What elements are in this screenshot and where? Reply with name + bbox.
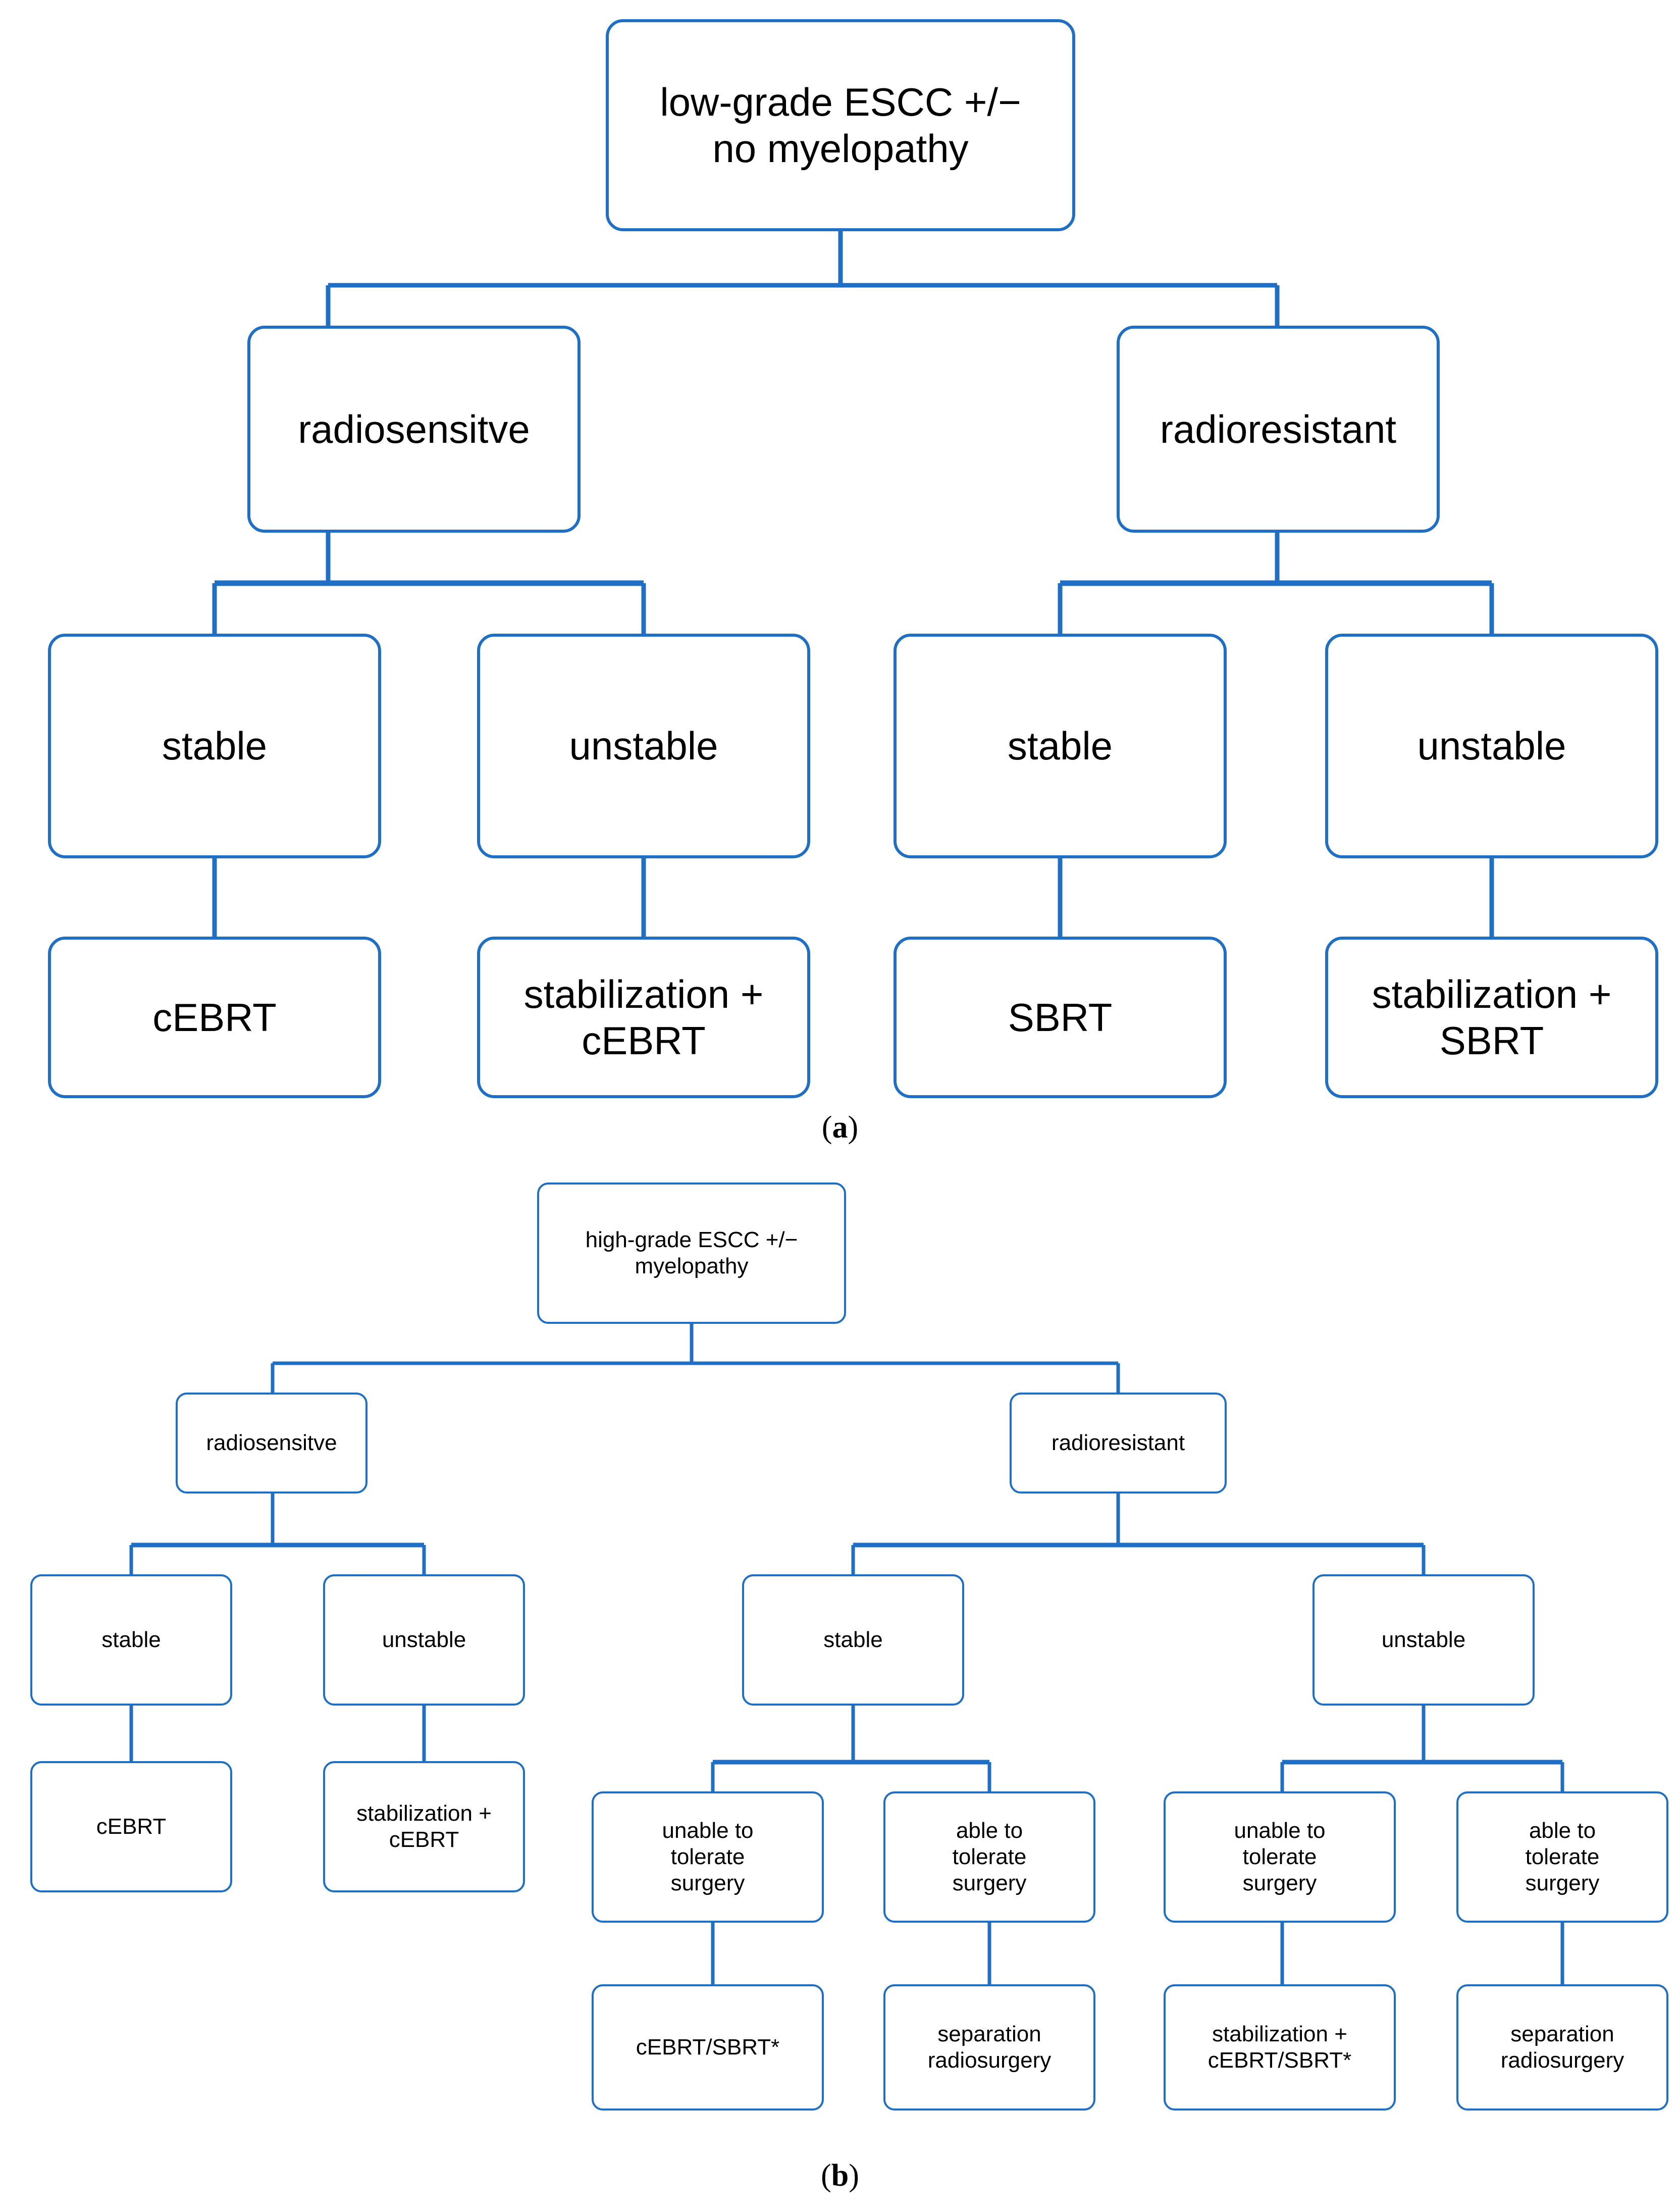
node-b-radioresistant[interactable]: radioresistant bbox=[1010, 1393, 1227, 1494]
panel-b-label-letter: b bbox=[831, 2158, 849, 2193]
node-b-rr-unstable-unable-treatment[interactable]: stabilization + cEBRT/SBRT* bbox=[1164, 1984, 1396, 2111]
panel-b-label-prefix: ( bbox=[821, 2158, 831, 2193]
panel-a-label-prefix: ( bbox=[821, 1110, 832, 1145]
node-a-rs-unstable-treatment[interactable]: stabilization + cEBRT bbox=[477, 937, 810, 1098]
node-b-rs-stable-treatment[interactable]: cEBRT bbox=[30, 1761, 232, 1892]
node-b-radiosensitive[interactable]: radiosensitve bbox=[176, 1393, 368, 1494]
node-a-radiosensitive[interactable]: radiosensitve bbox=[247, 326, 581, 533]
node-a-rr-stable-treatment[interactable]: SBRT bbox=[894, 937, 1227, 1098]
node-a-radioresistant[interactable]: radioresistant bbox=[1117, 326, 1440, 533]
node-b-rr-stable-unable-surgery[interactable]: unable to tolerate surgery bbox=[592, 1791, 824, 1923]
node-a-rr-unstable-treatment[interactable]: stabilization + SBRT bbox=[1325, 937, 1658, 1098]
node-b-rr-unstable[interactable]: unstable bbox=[1312, 1574, 1535, 1706]
node-b-rr-stable-able-treatment[interactable]: separation radiosurgery bbox=[883, 1984, 1095, 2111]
panel-b-label: (b) bbox=[764, 2158, 916, 2194]
node-a-rr-stable[interactable]: stable bbox=[894, 634, 1227, 858]
node-b-rr-stable[interactable]: stable bbox=[742, 1574, 964, 1706]
node-a-rs-stable-treatment[interactable]: cEBRT bbox=[48, 937, 381, 1098]
node-b-rr-unstable-able-treatment[interactable]: separation radiosurgery bbox=[1456, 1984, 1668, 2111]
panel-a-label-letter: a bbox=[832, 1110, 848, 1145]
node-a-root[interactable]: low-grade ESCC +/− no myelopathy bbox=[606, 19, 1075, 231]
node-a-rr-unstable[interactable]: unstable bbox=[1325, 634, 1658, 858]
node-b-rr-stable-able-surgery[interactable]: able to tolerate surgery bbox=[883, 1791, 1095, 1923]
node-b-root[interactable]: high-grade ESCC +/− myelopathy bbox=[537, 1182, 846, 1324]
node-b-rr-unstable-able-surgery[interactable]: able to tolerate surgery bbox=[1456, 1791, 1668, 1923]
node-b-rs-stable[interactable]: stable bbox=[30, 1574, 232, 1706]
node-b-rr-stable-unable-treatment[interactable]: cEBRT/SBRT* bbox=[592, 1984, 824, 2111]
panel-a-label: (a) bbox=[764, 1110, 916, 1146]
panel-b-label-suffix: ) bbox=[849, 2158, 859, 2193]
panel-a-label-suffix: ) bbox=[848, 1110, 859, 1145]
node-b-rs-unstable[interactable]: unstable bbox=[323, 1574, 525, 1706]
node-a-rs-stable[interactable]: stable bbox=[48, 634, 381, 858]
node-b-rs-unstable-treatment[interactable]: stabilization + cEBRT bbox=[323, 1761, 525, 1892]
node-b-rr-unstable-unable-surgery[interactable]: unable to tolerate surgery bbox=[1164, 1791, 1396, 1923]
node-a-rs-unstable[interactable]: unstable bbox=[477, 634, 810, 858]
